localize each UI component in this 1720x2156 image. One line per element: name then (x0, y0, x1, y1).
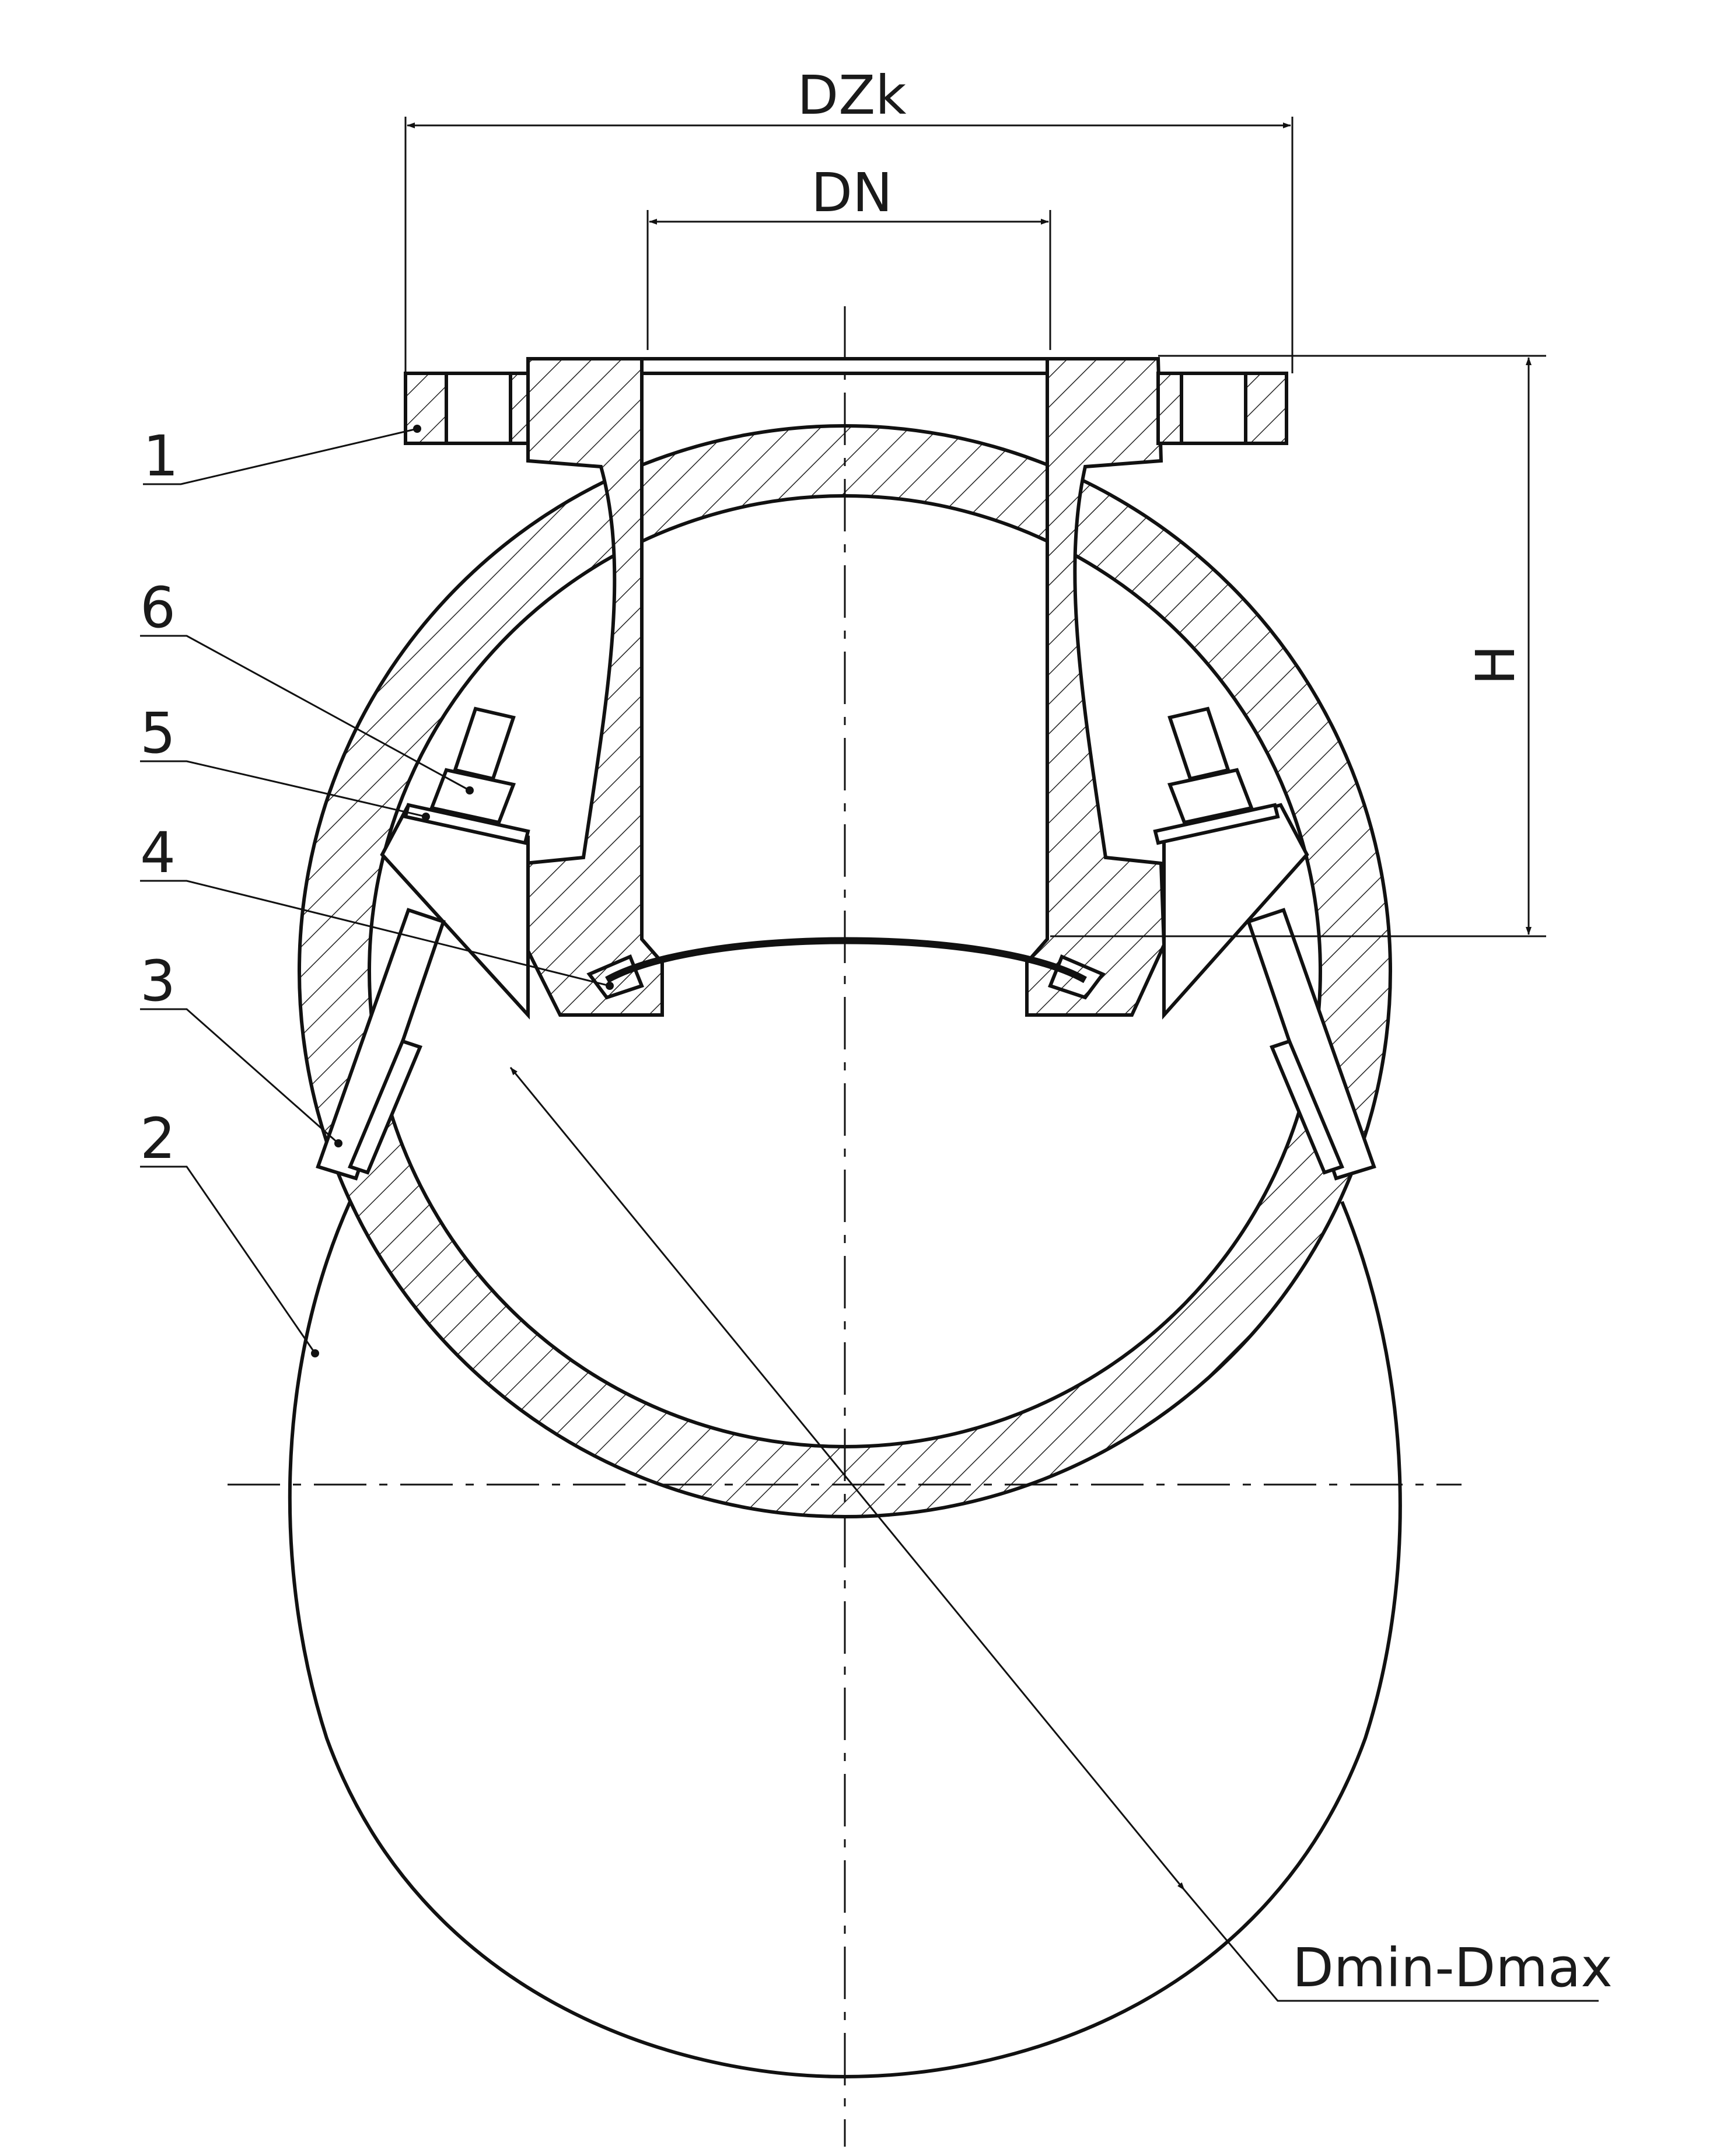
dimension-h: H (1050, 355, 1546, 937)
position-number-5: 5 (140, 701, 176, 766)
clamp-blocks (316, 803, 1376, 1181)
dzk-label: DZk (797, 64, 907, 127)
dmin-dmax-label: Dmin-Dmax (1292, 1937, 1613, 1999)
position-leaders (140, 425, 614, 1357)
position-number-6: 6 (140, 575, 176, 640)
position-number-3: 3 (140, 949, 176, 1014)
position-number-2: 2 (140, 1106, 176, 1171)
dimension-dmin-dmax: Dmin-Dmax (509, 1067, 1613, 2002)
bolts (403, 706, 1280, 845)
dimension-dzk: DZk (404, 64, 1294, 373)
h-label: H (1464, 645, 1527, 685)
seals (586, 937, 1106, 1000)
saddle-body (404, 357, 1288, 1017)
position-number-4: 4 (140, 820, 176, 886)
position-number-1: 1 (143, 424, 179, 489)
dimension-dn: DN (646, 162, 1051, 350)
dn-label: DN (811, 162, 893, 224)
